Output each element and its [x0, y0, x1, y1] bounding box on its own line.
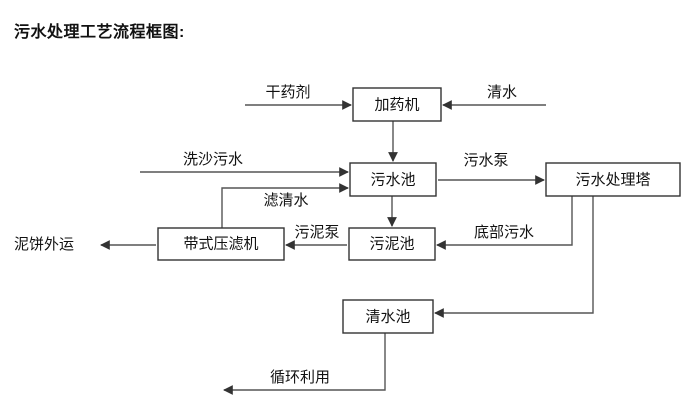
node-label-treatment-tower: 污水处理塔 [575, 171, 650, 188]
page-title: 污水处理工艺流程框图: [14, 24, 185, 41]
node-belt-filter-press[interactable]: 带式压滤机 [157, 227, 285, 261]
node-sewage-pool[interactable]: 污水池 [349, 162, 437, 197]
node-treatment-tower[interactable]: 污水处理塔 [545, 162, 681, 197]
edge-bottom-sewage-to-sludge-pool [436, 196, 573, 250]
edge-label-filtered-clear-water: 滤清水 [263, 192, 308, 209]
edge-filtered-clear-water-to-sewage-pool [221, 183, 349, 228]
edge-clean-water-pool-recycling-use [223, 333, 386, 395]
node-label-sludge-pool: 污泥池 [369, 235, 414, 252]
node-label-dosing-machine: 加药机 [374, 96, 419, 113]
node-clean-water-pool[interactable]: 清水池 [342, 299, 434, 334]
edge-label-bottom-sewage: 底部污水 [474, 224, 534, 241]
node-dosing-machine[interactable]: 加药机 [352, 87, 442, 122]
node-label-sewage-pool: 污水池 [370, 171, 415, 188]
terminal-label-mud-cake-transport: 泥饼外运 [14, 236, 74, 253]
edge-label-clean-water: 清水 [487, 84, 517, 101]
edge-treatment-tower-to-clean-water-pool [434, 196, 594, 318]
edge-label-sewage-pump: 污水泵 [463, 152, 508, 169]
edge-label-dry-agent: 干药剂 [265, 84, 310, 101]
edge-label-sand-washing-sewage: 洗沙污水 [183, 151, 243, 168]
node-sludge-pool[interactable]: 污泥池 [348, 227, 436, 261]
node-label-belt-filter-press: 带式压滤机 [183, 235, 258, 252]
edge-label-sludge-pump: 污泥泵 [294, 224, 339, 241]
edge-label-recycling-use: 循环利用 [270, 369, 330, 386]
node-label-clean-water-pool: 清水池 [365, 308, 410, 325]
